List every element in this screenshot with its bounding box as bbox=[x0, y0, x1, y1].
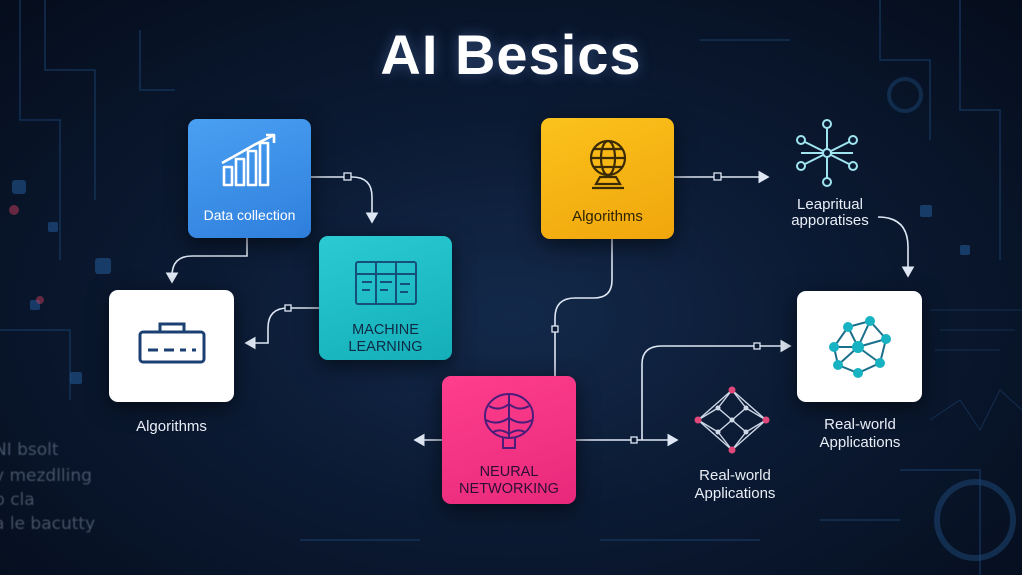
background-text-3: b cla bbox=[0, 490, 35, 510]
node-real-world-right bbox=[797, 291, 922, 402]
real-world-right-line2: Applications bbox=[819, 434, 901, 451]
star-network-icon bbox=[795, 118, 859, 193]
wire-data-to-ml bbox=[311, 176, 379, 224]
node-neural-networking: NEURAL NETWORKING bbox=[442, 376, 576, 504]
node-label-line1: NEURAL bbox=[479, 464, 539, 480]
chip-icon bbox=[109, 320, 234, 368]
wire-leap-to-rw bbox=[877, 216, 915, 278]
node-label: Data collection bbox=[203, 207, 296, 223]
real-world-right-line1: Real-world bbox=[824, 416, 896, 433]
real-world-bottom-line1: Real-world bbox=[699, 467, 771, 484]
node-machine-learning: MACHINE LEARNING bbox=[319, 236, 452, 360]
node-algorithms-left bbox=[109, 290, 234, 402]
network-icon bbox=[797, 313, 922, 381]
leapritual-line1: Leapritual bbox=[797, 196, 863, 213]
mesh-icon bbox=[694, 386, 770, 459]
background-text-2: v mezdlling bbox=[0, 466, 92, 486]
node-label-line2: LEARNING bbox=[348, 339, 423, 355]
algorithms-left-label: Algorithms bbox=[136, 418, 207, 435]
wire-nn-to-rw bbox=[641, 339, 792, 440]
node-algorithms-top: Algorithms bbox=[541, 118, 674, 239]
wire-nn-to-alg bbox=[554, 239, 613, 376]
diagram-title: AI Besics bbox=[380, 23, 642, 86]
brain-icon bbox=[442, 390, 576, 452]
globe-trophy-icon bbox=[541, 132, 674, 192]
background-text-1: NI bsolt bbox=[0, 440, 59, 460]
node-label-line1: MACHINE bbox=[352, 322, 419, 338]
board-icon bbox=[319, 260, 452, 306]
wire-ml-to-alg bbox=[244, 307, 319, 350]
node-data-collection: Data collection bbox=[188, 119, 311, 238]
real-world-bottom-line2: Applications bbox=[694, 485, 776, 502]
bar-chart-icon bbox=[188, 133, 311, 189]
node-label: Algorithms bbox=[572, 208, 643, 225]
node-label-line2: NETWORKING bbox=[459, 481, 559, 497]
background-text-4: a le bacutty bbox=[0, 514, 96, 534]
leapritual-line2: apporatises bbox=[791, 212, 869, 229]
wire-data-to-alg bbox=[165, 238, 248, 284]
